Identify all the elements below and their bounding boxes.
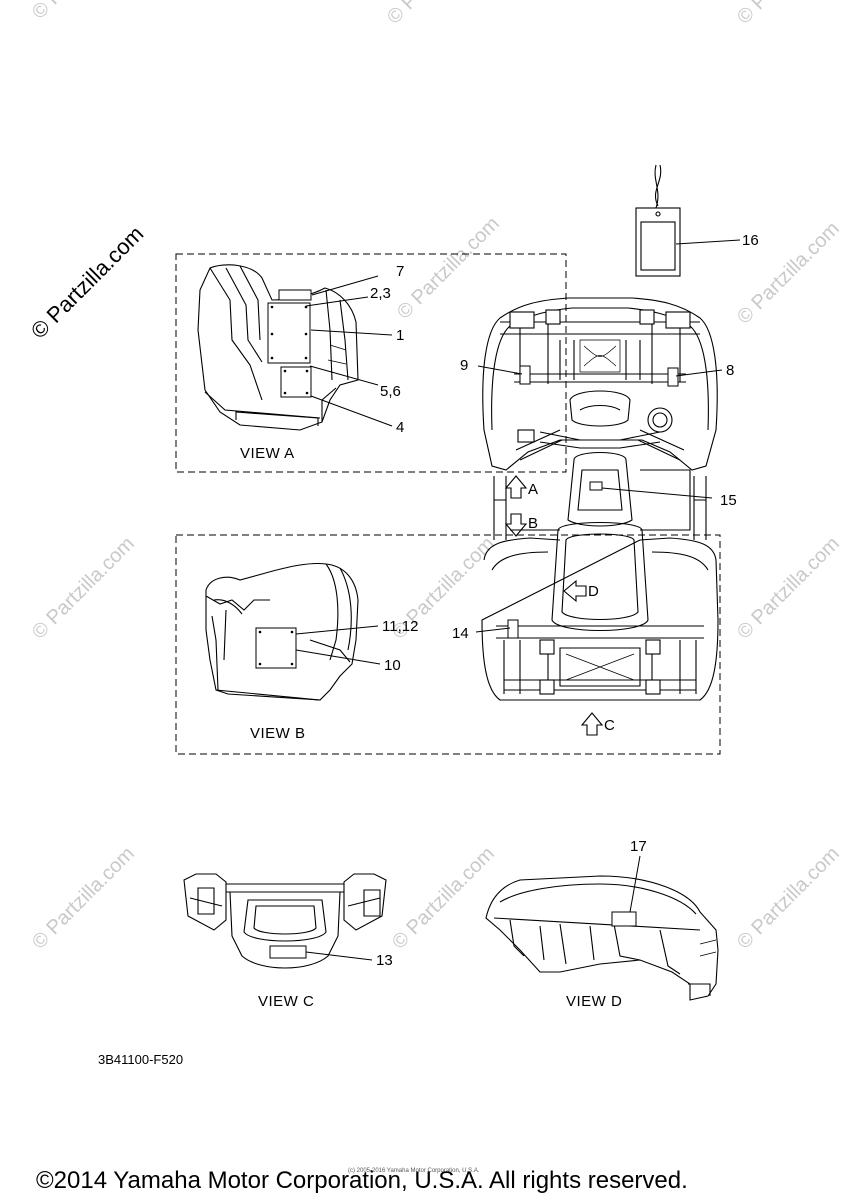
callout-13: 13	[376, 952, 393, 969]
callout-7: 7	[396, 263, 404, 280]
decal-15	[589, 481, 603, 491]
callout-9: 9	[460, 357, 468, 374]
watermark-text: © Partzilla.com	[733, 533, 842, 644]
arrow-c-label: C	[604, 717, 615, 734]
watermark-text: © Partzilla.com	[383, 0, 494, 29]
part-code: 3B41100-F520	[98, 1052, 183, 1067]
decal-8	[667, 367, 679, 387]
arrow-d-label: D	[588, 583, 599, 600]
callout-10: 10	[384, 657, 401, 674]
hang-tag	[635, 164, 741, 277]
watermark-text: © Partzilla.com	[393, 213, 504, 324]
callout-17: 17	[630, 838, 647, 855]
decal-4	[280, 366, 312, 398]
view-b-frame	[175, 534, 721, 755]
view-a-label: VIEW A	[240, 445, 295, 462]
view-b-label: VIEW B	[250, 725, 306, 742]
decal-13	[269, 945, 307, 959]
tiny-copyright: (c) 2005-2016 Yamaha Motor Corporation, …	[348, 1168, 480, 1174]
decal-7	[278, 289, 312, 301]
decal-17	[611, 911, 637, 927]
callout-14: 14	[452, 625, 469, 642]
decal-1	[267, 302, 311, 364]
view-a-drawing	[197, 264, 393, 431]
callout-11-12: 11,12	[382, 618, 418, 635]
watermark-text: © Partzilla.com	[733, 0, 842, 29]
watermark-text: © Partzilla.com	[388, 843, 499, 954]
arrow-a-icon	[504, 475, 528, 499]
watermark-text: © Partzilla.com	[733, 843, 842, 954]
decal-14	[507, 619, 519, 639]
arrow-b-label: B	[528, 515, 538, 532]
callout-15: 15	[720, 492, 737, 509]
view-a-frame	[175, 253, 567, 473]
view-b-drawing	[205, 562, 381, 701]
callout-8: 8	[726, 362, 734, 379]
watermark-text: © Partzilla.com	[28, 0, 139, 24]
arrow-a-label: A	[528, 481, 538, 498]
callout-2-3: 2,3	[370, 285, 391, 302]
arrow-d-icon	[563, 579, 587, 603]
arrow-c-icon	[580, 712, 604, 736]
decal-9	[519, 365, 531, 385]
callout-1: 1	[396, 327, 404, 344]
view-d-drawing	[485, 855, 719, 1001]
view-c-drawing	[183, 873, 387, 969]
watermark-text: © Partzilla.com	[28, 533, 139, 644]
watermark-main: © Partzilla.com	[26, 221, 149, 344]
callout-16: 16	[742, 232, 759, 249]
atv-top-view	[475, 297, 723, 736]
watermark-text: © Partzilla.com	[28, 843, 139, 954]
watermark-layer: © Partzilla.com © Partzilla.com © Partzi…	[26, 0, 842, 954]
view-c-label: VIEW C	[258, 993, 314, 1010]
callout-5-6: 5,6	[380, 383, 401, 400]
view-d-label: VIEW D	[566, 993, 622, 1010]
footer-copyright: ©2014 Yamaha Motor Corporation, U.S.A. A…	[36, 1167, 688, 1194]
arrow-b-icon	[504, 513, 528, 537]
callout-4: 4	[396, 419, 404, 436]
decal-10	[255, 627, 297, 669]
